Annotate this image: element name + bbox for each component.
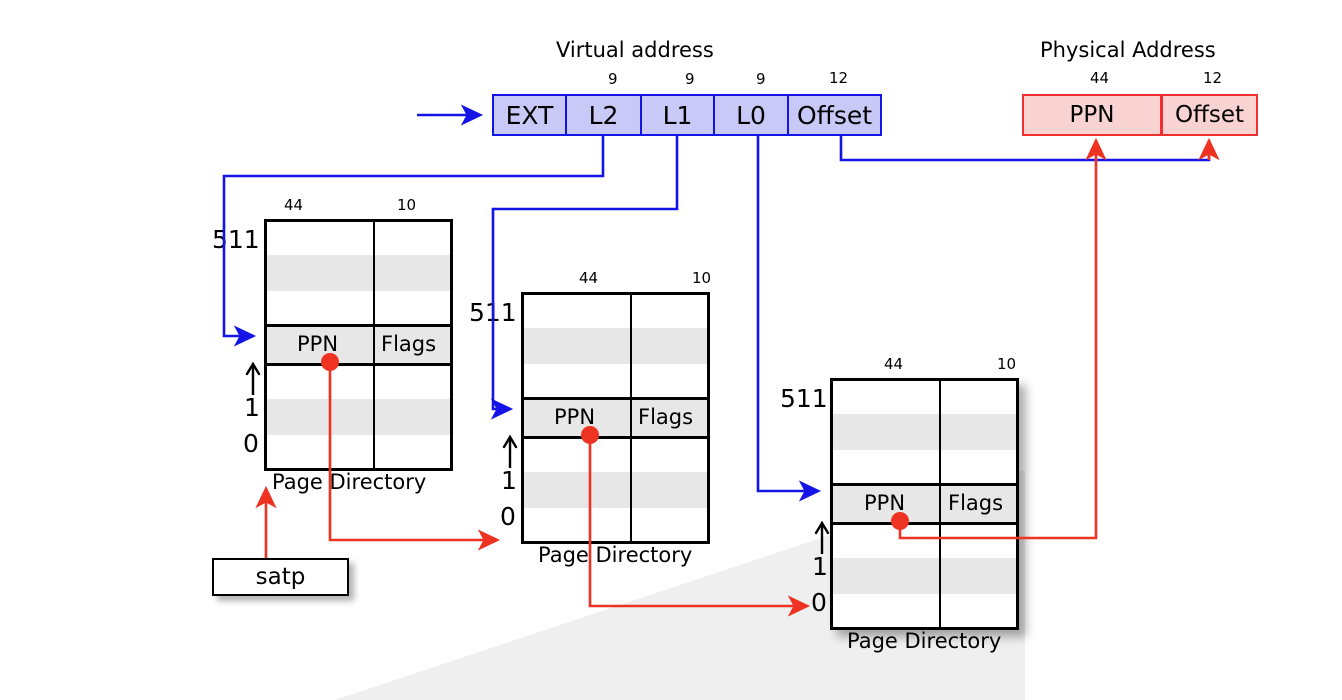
va-field-l0[interactable]: L0 — [713, 94, 789, 136]
arrow-pd3-ppn-to-pa-ppn — [898, 137, 1107, 540]
pd3-band-b — [833, 558, 1016, 594]
va-bits-l1: 9 — [685, 70, 695, 88]
pd3-index-0: 0 — [811, 588, 827, 617]
va-field-offset[interactable]: Offset — [787, 94, 882, 136]
arrow-l0-to-pd3 — [756, 136, 822, 502]
pd1-band-a — [267, 255, 450, 291]
pd3-col-divider-bottom — [939, 483, 941, 627]
pd1-entry-flags: Flags — [381, 332, 437, 356]
pd3-entry-bottom-line — [833, 522, 1016, 525]
pd1-ppn-dot — [321, 353, 339, 371]
pd1-entry-bottom-line — [267, 363, 450, 366]
pd3-entry-ppn: PPN — [864, 491, 906, 515]
pd2-ppn-dot — [581, 426, 599, 444]
pd3-band-entry — [833, 486, 1016, 522]
pd1-caption: Page Directory — [272, 470, 427, 494]
pd3-entry-top-line — [833, 483, 1016, 486]
pd1-col-bits-44: 44 — [284, 196, 304, 214]
pd3-index-511: 511 — [780, 384, 828, 413]
arrow-pd1-ppn-to-pd2 — [328, 360, 501, 551]
physical-address-title: Physical Address — [1040, 38, 1216, 62]
va-bits-offset: 12 — [829, 69, 849, 87]
page-directory-1[interactable] — [264, 219, 453, 471]
pd1-index-1: 1 — [244, 393, 260, 422]
pd1-index-up-arrow-head-icon — [245, 361, 261, 376]
virtual-address-title: Virtual address — [556, 38, 714, 62]
pa-bits-offset: 12 — [1203, 69, 1223, 87]
pd3-index-up-arrow-head-icon — [814, 520, 830, 535]
pd1-band-entry — [267, 327, 450, 363]
va-field-l1[interactable]: L1 — [640, 94, 715, 136]
pd3-caption: Page Directory — [847, 629, 1002, 653]
pd3-col-bits-10: 10 — [997, 355, 1017, 373]
pd1-vertical-dots — [373, 294, 375, 326]
arrow-l1-to-pd2 — [490, 136, 679, 420]
pd1-entry-ppn: PPN — [297, 332, 339, 356]
pd3-entry-flags: Flags — [948, 491, 1004, 515]
pd2-band-entry — [524, 400, 707, 436]
pd1-col-bits-10: 10 — [397, 196, 417, 214]
pd3-band-a — [833, 414, 1016, 450]
pd3-col-bits-44: 44 — [884, 355, 904, 373]
satp-register[interactable]: satp — [212, 558, 349, 596]
page-directory-2[interactable] — [521, 292, 710, 544]
pd3-ppn-dot — [891, 512, 909, 530]
entry-dots-group — [321, 353, 909, 530]
pd3-index-1: 1 — [812, 552, 828, 581]
pa-field-ppn[interactable]: PPN — [1022, 94, 1162, 136]
pd1-band-b — [267, 399, 450, 435]
pd2-col-divider-bottom — [630, 397, 632, 541]
pd2-entry-flags: Flags — [638, 405, 694, 429]
pd1-entry-top-line — [267, 324, 450, 327]
page-directory-3[interactable] — [830, 378, 1019, 630]
arrow-va-offset-to-pa-offset — [839, 136, 1211, 162]
pd1-col-divider-top — [373, 222, 375, 327]
pd1-index-511: 511 — [212, 225, 260, 254]
pd3-col-divider-top — [939, 381, 941, 486]
pd2-index-0: 0 — [500, 502, 516, 531]
va-bits-l0: 9 — [756, 70, 766, 88]
pd2-vertical-dots — [630, 367, 632, 399]
pd2-entry-top-line — [524, 397, 707, 400]
pd2-band-b — [524, 472, 707, 508]
pd2-entry-bottom-line — [524, 436, 707, 439]
pd2-caption: Page Directory — [538, 543, 693, 567]
va-field-l2[interactable]: L2 — [565, 94, 642, 136]
pd2-band-a — [524, 328, 707, 364]
pd2-col-bits-44: 44 — [579, 269, 599, 287]
pa-field-offset[interactable]: Offset — [1161, 94, 1258, 136]
arrow-pd2-ppn-to-pd3 — [588, 433, 811, 617]
pd1-col-divider-bottom — [373, 324, 375, 468]
va-bits-l2: 9 — [608, 70, 618, 88]
pd2-index-1: 1 — [501, 466, 517, 495]
pd2-col-divider-top — [630, 295, 632, 400]
pd3-vertical-dots — [939, 453, 941, 485]
arrow-l2-to-pd1 — [222, 136, 605, 347]
pd2-col-bits-10: 10 — [692, 269, 712, 287]
pd1-index-0: 0 — [243, 429, 259, 458]
pa-bits-ppn: 44 — [1090, 69, 1110, 87]
pd2-index-up-arrow-head-icon — [502, 434, 518, 449]
pd2-entry-ppn: PPN — [554, 405, 596, 429]
